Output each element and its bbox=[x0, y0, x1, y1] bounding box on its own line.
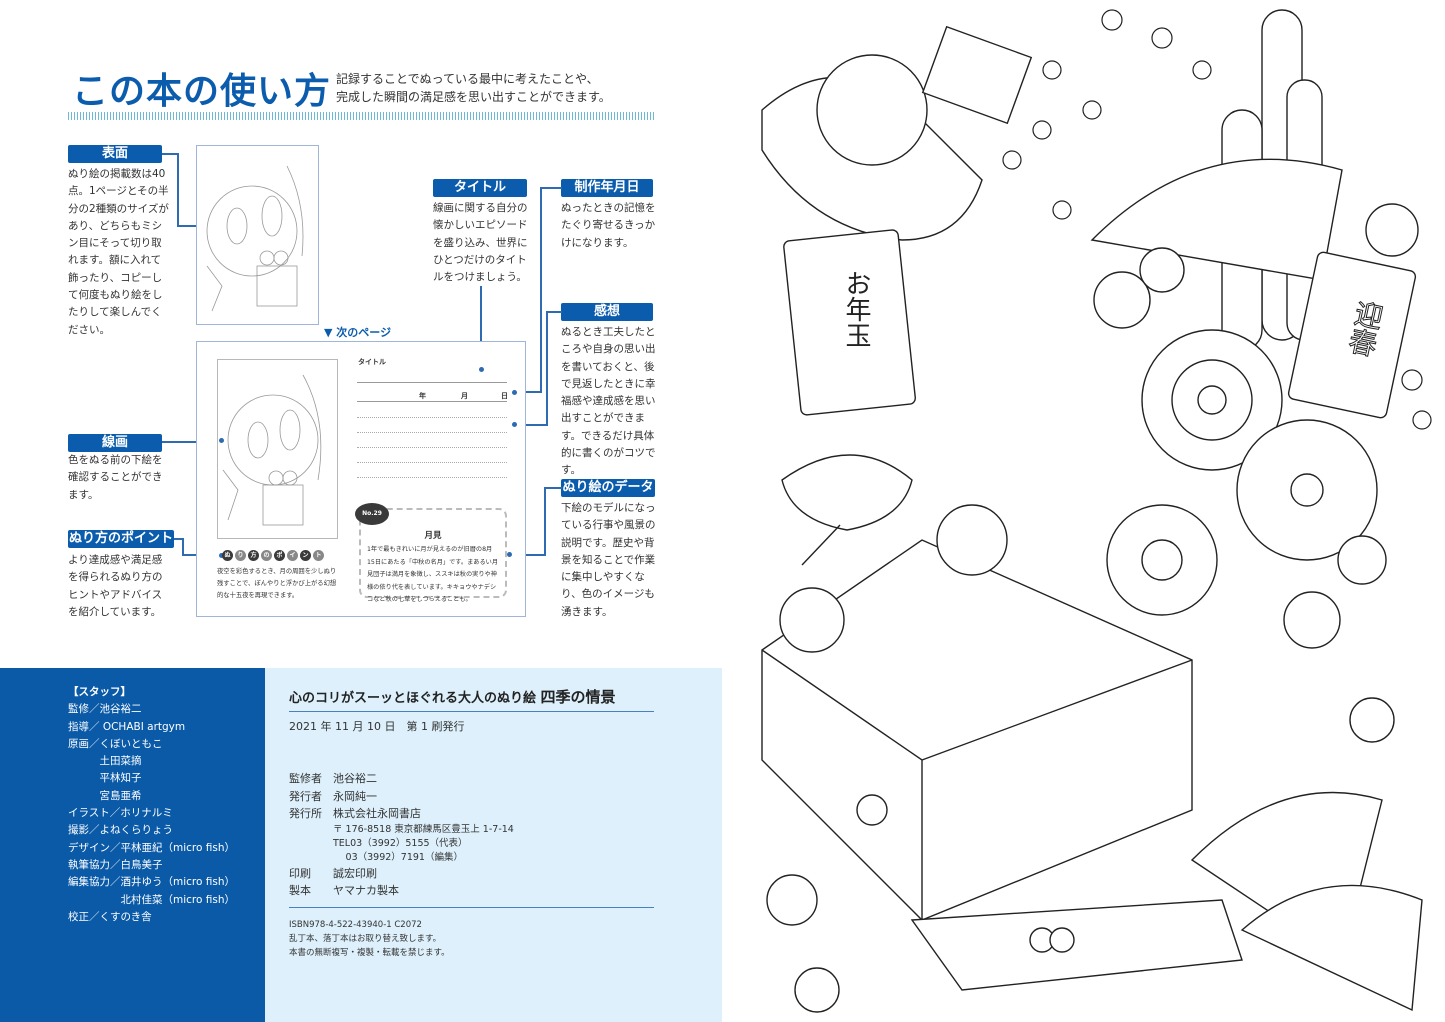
colophon: 心のコリがスーッとほぐれる大人のぬり絵 四季の情景 2021 年 11 月 10… bbox=[265, 668, 722, 1022]
colophon-row: 製本ヤマナカ製本 bbox=[289, 884, 399, 897]
label-impression: 感想 bbox=[561, 303, 653, 321]
day-label: 日 bbox=[501, 392, 508, 400]
book-title: 心のコリがスーッとほぐれる大人のぬり絵 四季の情景 bbox=[289, 688, 616, 706]
staff-line: 土田菜摘 bbox=[68, 755, 142, 768]
staff-line: 編集協力／酒井ゆう（micro fish） bbox=[68, 876, 236, 889]
colophon-row: 監修者池谷裕二 bbox=[289, 772, 377, 785]
tips-char-badge: ポ bbox=[274, 550, 285, 561]
colophon-row: 発行者永岡純一 bbox=[289, 789, 377, 803]
tips-char-badge: り bbox=[235, 550, 246, 561]
sample-lineart bbox=[217, 359, 338, 539]
staff-line: 原画／くぼいともこ bbox=[68, 737, 163, 750]
staff-line: デザイン／平林亜紀（micro fish） bbox=[68, 841, 236, 854]
tips-char-badge: ト bbox=[313, 550, 324, 561]
tips-char-badge: イ bbox=[287, 550, 298, 561]
staff-line: 宮島亜希 bbox=[68, 789, 142, 802]
tips-heading-chars: ぬり方のポイント bbox=[222, 550, 324, 561]
label-date: 制作年月日 bbox=[561, 179, 653, 197]
address-line: TEL03（3992）5155（代表） bbox=[333, 837, 468, 849]
label-data: ぬり絵のデータ bbox=[561, 479, 655, 497]
label-title: タイトル bbox=[433, 179, 527, 197]
sample-title-label: タイトル bbox=[358, 358, 386, 366]
desc-tips: より達成感や満足感を得られるぬり方のヒントやアドバイスを紹介しています。 bbox=[68, 554, 163, 618]
sample-data-text: 1年で最もきれいに月が見えるのが旧暦の8月15日にあたる「中秋の名月」です。まあ… bbox=[367, 546, 499, 603]
month-label: 月 bbox=[461, 392, 468, 400]
colophon-row: 印刷誠宏印刷 bbox=[289, 866, 377, 880]
new-year-illustration: お年玉 迎春 bbox=[761, 9, 1432, 1013]
staff-line: イラスト／ホリナルミ bbox=[68, 807, 173, 820]
edition: 2021 年 11 月 10 日 第 1 刷発行 bbox=[289, 720, 465, 733]
tips-char-badge: ぬ bbox=[222, 550, 233, 561]
staff-line: 執筆協力／白鳥美子 bbox=[68, 858, 163, 871]
staff-line: 北村佳菜（micro fish） bbox=[68, 893, 236, 906]
colophon-row: 発行所株式会社永岡書店 bbox=[289, 807, 421, 820]
tips-char-badge: ン bbox=[300, 550, 311, 561]
address-line: 〒 176-8518 東京都練馬区豊玉上 1-7-14 bbox=[333, 823, 514, 835]
staff-heading: 【スタッフ】 bbox=[68, 686, 131, 698]
tips-char-badge: 方 bbox=[248, 550, 259, 561]
label-cover: 表面 bbox=[68, 145, 162, 163]
tips-char-badge: の bbox=[261, 550, 272, 561]
label-tips: ぬり方のポイント bbox=[68, 530, 174, 548]
sample-page: タイトル 年 月 日 ぬり方のポイント 夜空を彩色するとき、月の周囲を少しぬり残… bbox=[196, 341, 526, 617]
staff-line: 監修／池谷裕二 bbox=[68, 703, 142, 716]
year-label: 年 bbox=[419, 392, 426, 400]
page-title: この本の使い方 bbox=[72, 71, 332, 112]
staff-line: 校正／くすのき舎 bbox=[68, 910, 152, 923]
sample-data-title: 月見 bbox=[424, 531, 442, 541]
label-lineart: 線画 bbox=[68, 434, 162, 452]
lead-text: 記録することでぬっている最中に考えたことや、完成した瞬間の満足感を思い出すことが… bbox=[336, 72, 611, 104]
cover-thumbnail bbox=[196, 145, 319, 325]
sample-data-box: 月見 1年で最もきれいに月が見えるのが旧暦の8月15日にあたる「中秋の名月」です… bbox=[359, 508, 507, 603]
desc-title: 線画に関する自分の懐かしいエピソードを盛り込み、世界にひとつだけのタイトルをつけ… bbox=[433, 202, 528, 284]
address-line: 03（3992）7191（編集） bbox=[333, 851, 463, 863]
number-badge: No.29 bbox=[355, 503, 389, 525]
desc-cover: ぬり絵の掲載数は40点。1ページとその半分の2種類のサイズがあり、どちらもミシン… bbox=[68, 168, 169, 336]
next-page-label: ▼ 次のページ bbox=[324, 326, 392, 339]
staff-credits: 【スタッフ】 監修／池谷裕二指導／ OCHABI artgym 原画／くぼいともこ… bbox=[0, 668, 265, 1022]
desc-data: 下絵のモデルになっている行事や風景の説明です。歴史や背景を知ることで作業に集中し… bbox=[561, 502, 656, 618]
staff-line: 平林知子 bbox=[68, 772, 142, 785]
staff-line: 指導／ OCHABI artgym bbox=[68, 720, 186, 733]
sample-tips-text: 夜空を彩色するとき、月の周囲を少しぬり残すことで、ぼんやりと浮かび上がる幻想的な… bbox=[217, 568, 337, 599]
staff-line: 撮影／よねくらりょう bbox=[68, 824, 173, 837]
desc-lineart: 色をぬる前の下絵を確認することができます。 bbox=[68, 454, 163, 501]
desc-impression: ぬるとき工夫したところや自身の思い出を書いておくと、後で見返したときに幸福感や達… bbox=[561, 326, 656, 477]
dotted-divider bbox=[68, 112, 654, 120]
otoshidama-lettering: お年玉 bbox=[841, 270, 871, 348]
desc-date: ぬったときの記憶をたぐり寄せるきっかけになります。 bbox=[561, 202, 656, 249]
